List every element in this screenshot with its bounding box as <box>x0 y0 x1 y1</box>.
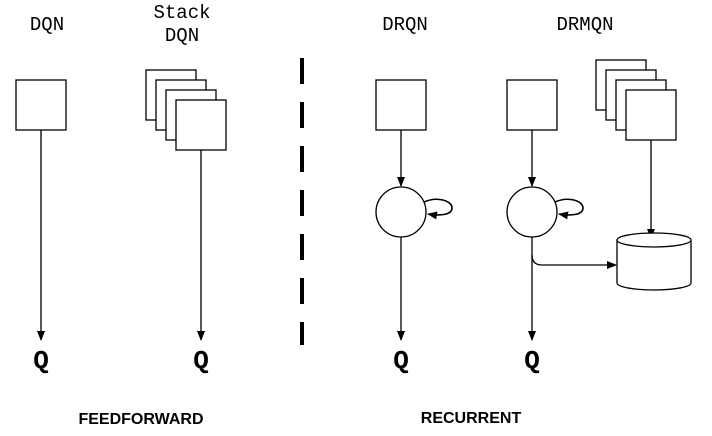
drmqn-title: DRMQN <box>556 14 613 36</box>
feedforward-label: FEEDFORWARD <box>78 411 203 428</box>
drmqn-output-q: Q <box>524 346 540 376</box>
drmqn-self-loop <box>554 198 584 220</box>
dqn-output-q: Q <box>33 346 49 376</box>
drmqn-frame-4 <box>625 89 677 141</box>
stack-dqn-title-line1: Stack <box>153 2 210 24</box>
drqn-recurrent-node <box>375 186 427 238</box>
drqn-title: DRQN <box>382 14 428 36</box>
stack-dqn-title-line2: DQN <box>165 25 199 47</box>
drmqn-recurrent-node <box>506 186 558 238</box>
stack-frame-4 <box>175 99 227 151</box>
dqn-input-box <box>15 79 67 131</box>
drmqn-write-arrow <box>531 254 617 269</box>
drqn-self-loop <box>423 198 453 220</box>
drmqn-memory-cylinder <box>616 232 692 291</box>
drmqn-input-box <box>506 79 558 131</box>
drqn-output-q: Q <box>393 346 409 376</box>
drqn-input-box <box>375 79 427 131</box>
stack-dqn-frame-stack <box>145 69 227 151</box>
dqn-title: DQN <box>30 14 64 36</box>
drmqn-frame-stack <box>595 59 677 141</box>
recurrent-label: RECURRENT <box>421 410 522 427</box>
stack-dqn-output-q: Q <box>193 346 209 376</box>
